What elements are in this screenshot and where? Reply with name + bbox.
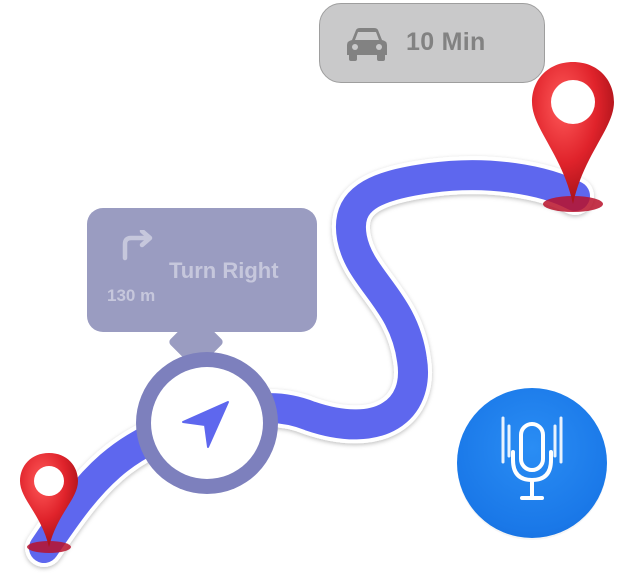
- navigation-arrow-icon: [182, 401, 229, 448]
- turn-right-arrow-icon: [122, 230, 153, 261]
- turn-instruction-card: Turn Right 130 m: [87, 208, 317, 332]
- turn-distance-label: 130 m: [107, 286, 156, 305]
- car-icon: [347, 28, 387, 61]
- eta-pill: 10 Min: [319, 3, 545, 83]
- current-position-marker: [136, 352, 278, 494]
- eta-label: 10 Min: [406, 28, 486, 56]
- turn-instruction-label: Turn Right: [169, 258, 279, 283]
- destination-pin-icon: [532, 62, 614, 212]
- start-pin-icon: [20, 453, 78, 553]
- microphone-icon: [501, 416, 563, 500]
- voice-input-button[interactable]: [457, 388, 607, 538]
